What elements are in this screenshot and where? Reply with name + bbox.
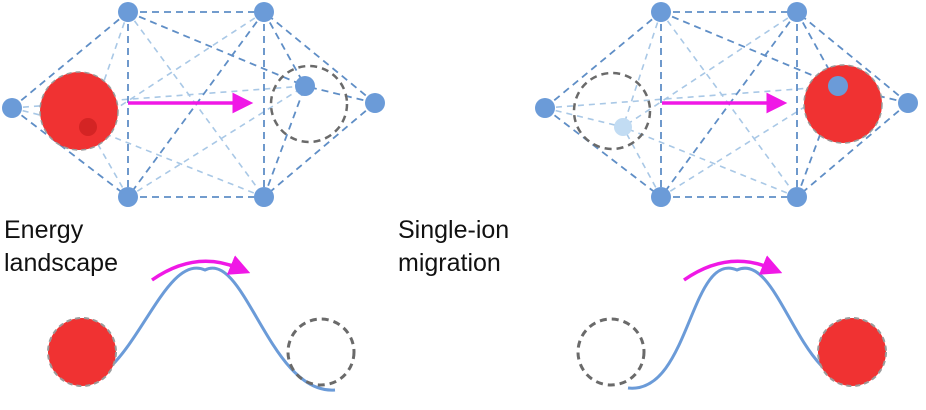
energy-landscape-initial — [47, 255, 356, 392]
lattice-final — [535, 2, 918, 207]
hop-arrow — [150, 255, 251, 282]
vacancy-site — [572, 71, 652, 151]
energy-landscape-label-line-2: landscape — [4, 249, 118, 277]
lattice-nodes — [535, 2, 918, 207]
vacancy-site — [576, 317, 646, 387]
lattice-initial — [2, 2, 385, 207]
ion — [817, 317, 887, 387]
ion — [39, 71, 119, 151]
energy-barrier-curve — [69, 266, 336, 392]
single-ion-migration-label-line-1: Single-ion — [398, 216, 510, 244]
energy-landscape-final — [576, 255, 887, 390]
vacancy-site — [269, 64, 349, 144]
hop-arrow — [682, 255, 783, 282]
energy-barrier-curve — [627, 266, 864, 390]
energy-landscape-label: Energy landscape — [4, 214, 118, 280]
vacated-site-node — [614, 118, 632, 136]
hidden-site-node — [79, 118, 97, 136]
single-ion-migration-label-line-2: migration — [398, 249, 501, 277]
ion — [47, 317, 117, 387]
vacancy-site — [286, 317, 356, 387]
lattice-edges-back — [544, 11, 839, 198]
ion — [803, 64, 883, 144]
energy-landscape-label-line-1: Energy — [4, 216, 84, 244]
lattice-nodes — [2, 2, 385, 207]
single-ion-migration-label: Single-ion migration — [398, 214, 509, 280]
